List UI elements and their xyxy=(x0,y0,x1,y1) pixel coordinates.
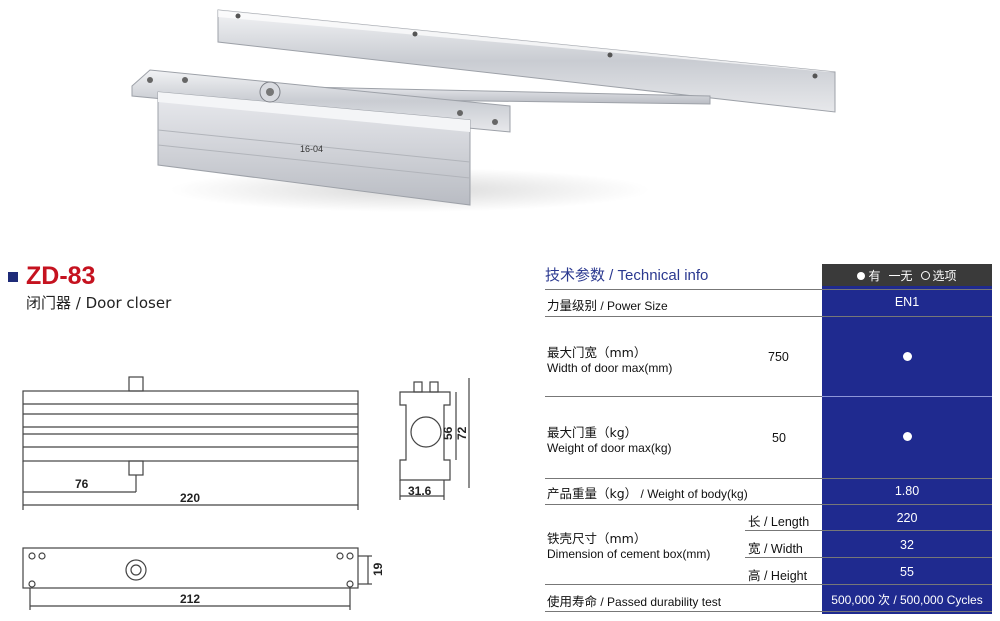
power-size-label: 力量级别 / Power Size xyxy=(547,298,668,313)
door-width-label: 最大门宽（mm）Width of door max(mm) xyxy=(547,345,673,375)
dim-76: 76 xyxy=(75,477,89,491)
durability-label: 使用寿命 / Passed durability test xyxy=(547,594,722,609)
photo-model-label: 16-04 xyxy=(300,144,323,154)
spec-heading: 技术参数 / Technical info xyxy=(545,264,992,285)
dim-56: 56 xyxy=(441,426,455,440)
filled-circle-icon xyxy=(902,432,912,441)
legend-has: 有 xyxy=(857,267,880,284)
filled-circle-icon xyxy=(902,352,912,361)
door-closer-photo: 16-04 xyxy=(131,9,836,212)
power-size-value: EN1 xyxy=(894,295,920,309)
dim-220: 220 xyxy=(180,491,200,505)
spec-table: 技术参数 / Technical info 有 一无 选项 力量级别 / Pow… xyxy=(545,258,992,614)
open-circle-icon xyxy=(920,270,930,280)
door-width-value: 750 xyxy=(768,350,789,364)
spec-heading-cn: 技术参数 xyxy=(545,266,606,284)
product-model: ZD-83 xyxy=(26,262,96,290)
dim-72: 72 xyxy=(455,426,469,440)
legend-optional: 选项 xyxy=(920,267,957,284)
spec-heading-en: / Technical info xyxy=(605,267,709,284)
length-label: 长 / Length xyxy=(748,515,810,529)
width-label: 宽 / Width xyxy=(748,542,803,556)
technical-drawings: 76 220 56 72 31.6 212 19 xyxy=(22,376,470,610)
cement-box-label: 铁壳尺寸（mm）Dimension of cement box(mm) xyxy=(547,531,711,561)
dim-19: 19 xyxy=(371,562,385,576)
length-value: 220 xyxy=(896,511,918,525)
product-title-block: ZD-83 闭门器 / Door closer xyxy=(8,262,171,313)
body-weight-value: 1.80 xyxy=(894,484,920,498)
door-weight-dot xyxy=(822,430,992,444)
legend-none: 一无 xyxy=(888,268,913,283)
door-weight-label: 最大门重（kg）Weight of door max(kg) xyxy=(547,425,672,455)
product-subtitle: 闭门器 / Door closer xyxy=(26,294,172,312)
dim-31-6: 31.6 xyxy=(408,484,432,498)
dim-212: 212 xyxy=(180,592,200,606)
spec-legend: 有 一无 选项 xyxy=(822,264,992,286)
door-width-dot xyxy=(822,350,992,364)
body-weight-label: 产品重量（kg） / Weight of body(kg) xyxy=(547,486,748,501)
filled-circle-icon xyxy=(857,271,866,280)
height-label: 高 / Height xyxy=(748,569,808,583)
height-value: 55 xyxy=(900,565,914,579)
square-bullet-icon xyxy=(8,271,18,282)
width-value: 32 xyxy=(900,538,914,552)
door-weight-value: 50 xyxy=(772,431,786,445)
durability-value: 500,000 次 / 500,000 Cycles xyxy=(831,593,983,607)
